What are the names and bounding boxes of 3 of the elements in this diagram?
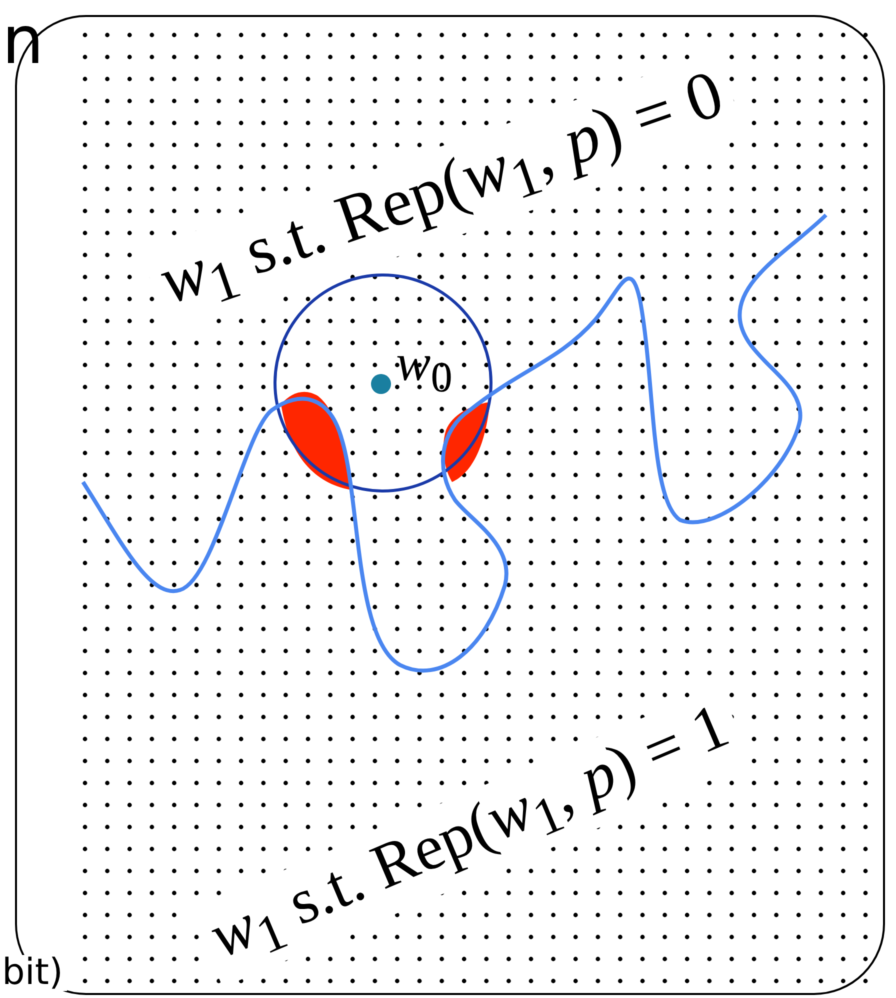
text-fragment: n [2, 8, 44, 74]
text-fragment: bit) [2, 955, 68, 991]
point-label: w$_{0}$ [396, 338, 452, 400]
